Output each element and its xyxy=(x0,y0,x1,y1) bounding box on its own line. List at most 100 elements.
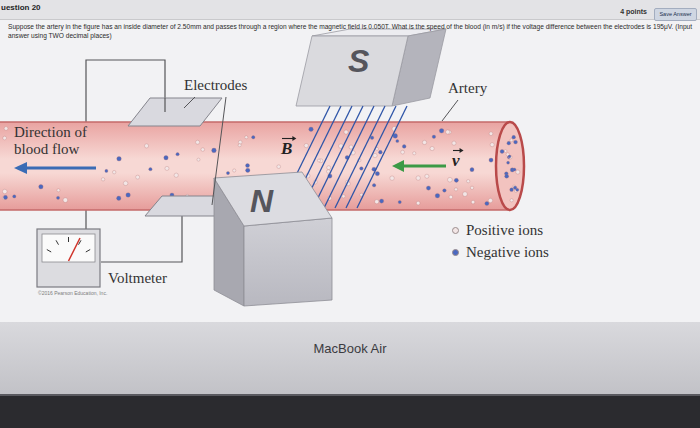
device-brand: MacBook Air xyxy=(314,341,387,356)
legend-label: Negative ions xyxy=(466,244,549,261)
ion-dot xyxy=(370,136,374,140)
ion-dot xyxy=(39,184,43,188)
header-bar xyxy=(0,0,700,19)
ion-dot xyxy=(123,181,128,186)
ion-dot xyxy=(63,198,68,203)
ion-dot xyxy=(379,199,383,203)
ion-dot xyxy=(117,196,121,200)
arrow-head xyxy=(14,162,27,174)
field-line xyxy=(346,106,396,208)
ion-dot xyxy=(13,195,16,198)
ion-dot xyxy=(246,164,250,168)
north-magnet xyxy=(214,172,332,306)
ion-dot xyxy=(246,168,250,172)
ion-dot xyxy=(448,177,453,182)
magnet-front-face xyxy=(244,218,332,306)
ion-dot xyxy=(446,130,450,134)
arrow-shaft xyxy=(402,165,446,168)
ion-dot xyxy=(164,156,168,160)
ion-dot xyxy=(317,159,320,162)
ion-dot xyxy=(425,174,429,178)
leader-line xyxy=(212,97,226,205)
arrow-shaft xyxy=(26,167,96,170)
wire xyxy=(101,212,182,262)
leader-line xyxy=(442,100,458,121)
ion-dot xyxy=(452,141,456,145)
ion-dot xyxy=(443,189,447,193)
laptop-bezel xyxy=(0,322,700,394)
ion-dot xyxy=(136,175,140,179)
ion-dot xyxy=(398,200,401,203)
artery-wall xyxy=(0,121,510,123)
ion-dot xyxy=(485,201,489,205)
dial-needle xyxy=(69,238,81,261)
ion-dot xyxy=(514,140,518,144)
pole-letter: S xyxy=(348,45,369,77)
ion-dot xyxy=(245,136,248,139)
hinge-highlight xyxy=(0,394,700,396)
artery-opening xyxy=(496,122,524,210)
field-line xyxy=(357,106,407,208)
ion-dot xyxy=(57,189,60,192)
ion-dot xyxy=(510,188,514,192)
ion-dot xyxy=(439,129,444,134)
south-magnet xyxy=(296,29,446,106)
wire xyxy=(164,98,165,112)
vector-symbol: B xyxy=(281,140,292,157)
legend-entry: Negative ions xyxy=(452,244,549,261)
ion-dot xyxy=(426,186,430,190)
ion-dot xyxy=(238,144,241,147)
ion-dot xyxy=(327,166,331,170)
ion-dot xyxy=(56,196,59,199)
velocity-arrow xyxy=(392,160,446,172)
field-line xyxy=(335,106,385,208)
ion-dot xyxy=(413,152,416,155)
ion-dot xyxy=(422,140,426,144)
ion-dot xyxy=(402,145,406,149)
magnet-front-face xyxy=(296,36,408,106)
ion-dot xyxy=(470,186,473,189)
ion-dot xyxy=(454,178,458,182)
ion-dot xyxy=(500,149,504,153)
ion-dot xyxy=(233,169,236,172)
ion-dot xyxy=(342,195,345,198)
legend-bullet xyxy=(452,249,459,256)
ion-dot xyxy=(432,135,436,139)
legend-bullet xyxy=(452,227,459,234)
ion-dot xyxy=(197,158,200,161)
ion-dot xyxy=(277,165,281,169)
ion-dot xyxy=(4,127,8,131)
callout-label: Artery xyxy=(448,80,487,97)
ion-dot xyxy=(430,146,434,150)
ion-dot xyxy=(252,136,255,139)
ion-dot xyxy=(416,201,420,205)
ion-dot xyxy=(196,140,200,144)
callout-label: Electrodes xyxy=(184,77,247,94)
ion-dot xyxy=(416,176,420,180)
ion-dot xyxy=(516,170,520,174)
ion-dot xyxy=(238,140,242,144)
flow-arrow xyxy=(14,162,96,174)
ion-dot xyxy=(344,130,348,134)
ion-dot xyxy=(507,141,511,145)
ion-dot xyxy=(226,171,229,174)
dial-tick xyxy=(47,250,51,253)
ion-dot xyxy=(3,195,7,199)
question-number: uestion 20 xyxy=(1,3,41,12)
ion-dot xyxy=(471,200,475,204)
button-label: Save Answer xyxy=(659,11,692,17)
ion-dot xyxy=(165,166,169,170)
ion-dot xyxy=(454,188,457,191)
ion-dot xyxy=(513,186,516,189)
ion-dot xyxy=(508,155,511,158)
ion-dot xyxy=(505,174,509,178)
ion-dot xyxy=(510,139,513,142)
points-value: 4 points xyxy=(620,8,647,16)
ion-dot xyxy=(176,153,179,156)
ion-dot xyxy=(390,176,394,180)
ion-dot xyxy=(2,189,7,194)
question-text: Suppose the artery in the figure has an … xyxy=(8,23,694,40)
ion-dot xyxy=(489,158,493,162)
ion-dot xyxy=(105,169,108,172)
ion-dot xyxy=(401,150,405,154)
